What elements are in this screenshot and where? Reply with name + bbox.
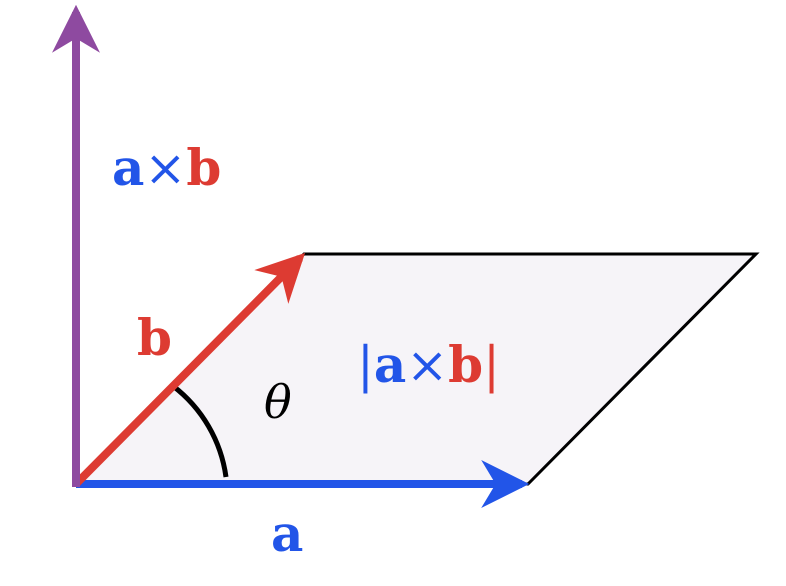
- area-label-a: a: [374, 335, 406, 394]
- cross-label-b: b: [186, 138, 221, 197]
- area-label-b: b: [448, 335, 483, 394]
- vector-b-arrow: [73, 252, 306, 487]
- vector-b-label: b: [137, 308, 172, 367]
- angle-arc: [171, 384, 229, 478]
- area-label-close-bar: |: [483, 336, 500, 394]
- cross-product-label: a×b: [112, 138, 221, 197]
- vector-a-label: a: [271, 504, 303, 563]
- cross-label-times: ×: [144, 139, 186, 197]
- cross-label-a: a: [112, 138, 144, 197]
- area-label: |a×b|: [357, 335, 500, 394]
- area-label-open-bar: |: [357, 336, 374, 394]
- area-label-times: ×: [406, 336, 448, 394]
- angle-theta-label: θ: [264, 375, 292, 429]
